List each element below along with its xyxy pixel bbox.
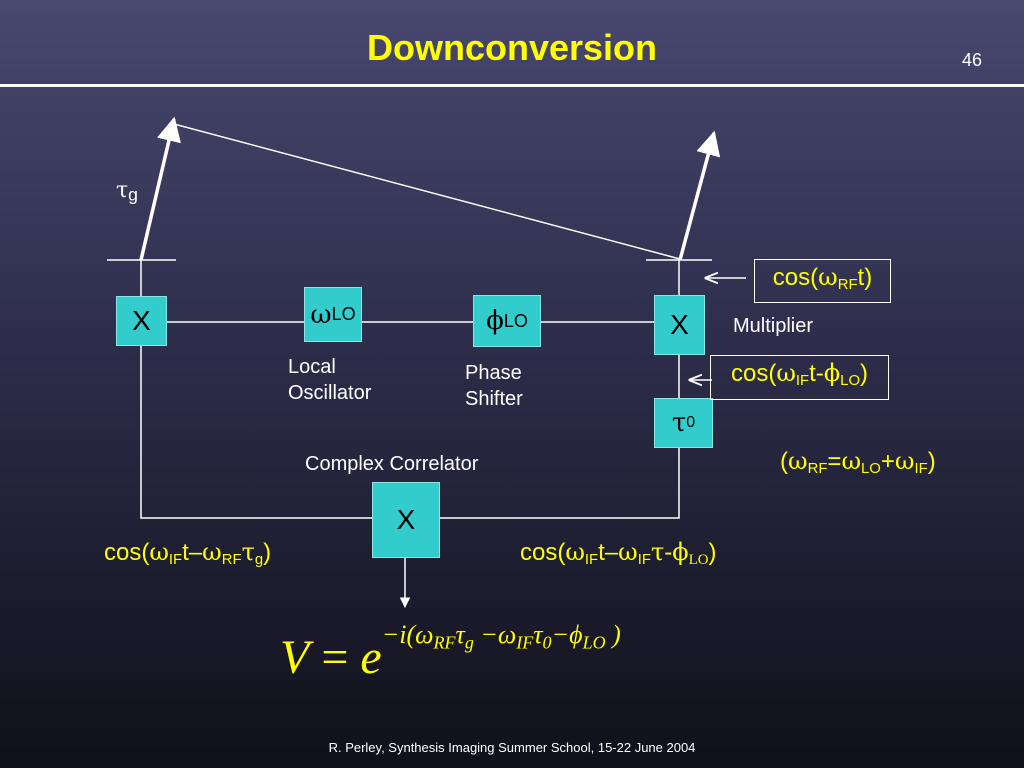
page-number: 46	[962, 50, 983, 70]
mixer-right-box: X	[654, 295, 705, 355]
correlator-mixer-box: X	[372, 482, 440, 558]
rf-signal-label: cos(ωRFt)	[754, 259, 891, 303]
antenna-right-arrow	[678, 130, 721, 261]
title-divider	[0, 84, 1024, 87]
if-signal-label: cos(ωIFt-ϕLO)	[710, 355, 889, 400]
frequency-relation: (ωRF=ωLO+ωIF)	[780, 447, 936, 478]
right-output-signal: cos(ωIFt–ωIFτ-ϕLO)	[520, 538, 717, 569]
slide-title: Downconversion	[366, 27, 658, 68]
mixer-left-box: X	[116, 296, 167, 346]
multiplier-label: Multiplier	[733, 315, 814, 337]
geometric-delay-label: τg	[116, 178, 138, 205]
wavefront-line	[173, 123, 681, 260]
complex-correlator-label: Complex Correlator	[305, 453, 479, 475]
footer-credit: R. Perley, Synthesis Imaging Summer Scho…	[328, 740, 696, 755]
visibility-equation: V = e−i(ωRFτg −ωIFτ0−ϕLO )	[280, 620, 621, 684]
left-if-line	[140, 346, 372, 519]
right-if-line	[440, 448, 680, 519]
left-output-signal: cos(ωIFt–ωRFτg)	[104, 538, 272, 569]
antenna-left-arrow	[139, 116, 181, 261]
